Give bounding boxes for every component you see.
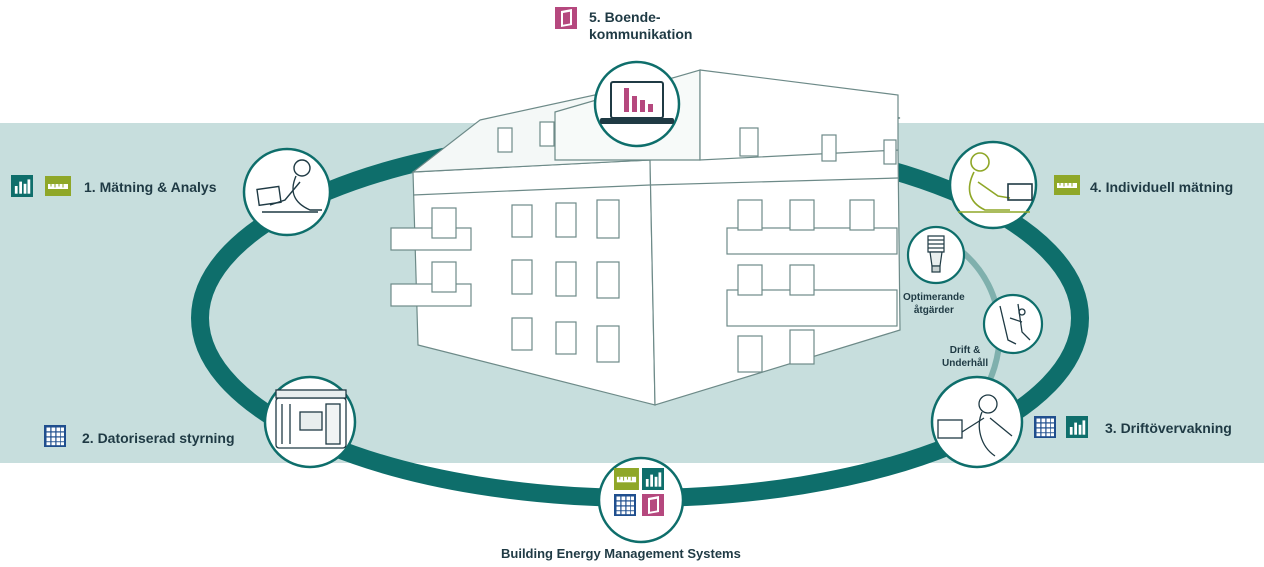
label-individuell-matning: 4. Individuell mätning <box>1090 179 1234 195</box>
individuell-matning-node[interactable] <box>948 140 1038 230</box>
label-matning-analys: 1. Mätning & Analys <box>84 179 217 195</box>
ruler-icon <box>44 175 72 197</box>
label-driftovervakning: 3. Driftövervakning <box>1105 420 1232 436</box>
person-laptop-icon <box>958 152 1033 213</box>
label-bems: Building Energy Management Systems <box>501 546 741 561</box>
label-optimerande-atgarder: Optimerande åtgärder <box>903 291 965 317</box>
person-pointing-icon <box>937 394 1013 457</box>
hand-wrench-icon <box>999 303 1031 345</box>
book-icon <box>555 7 577 29</box>
laptop-chart-icon <box>600 81 674 124</box>
label-drift-line2: Underhåll <box>942 358 989 369</box>
bems-node[interactable] <box>597 456 685 544</box>
lightbulb-icon <box>927 235 945 273</box>
ruler-icon <box>1053 174 1081 196</box>
solar-panel-icon <box>1034 416 1056 438</box>
datoriserad-styrning-node[interactable] <box>263 375 357 469</box>
boendekommunikation-node[interactable] <box>593 60 681 148</box>
label-boendekommunikation: 5. Boende- kommunikation <box>589 9 692 43</box>
label-optimerande-line2: åtgärder <box>913 305 954 316</box>
label-optimerande-line1: Optimerande <box>903 292 965 303</box>
optimerande-atgarder-node[interactable] <box>906 225 966 285</box>
solar-panel-icon <box>44 425 66 447</box>
matning-analys-node[interactable] <box>242 147 332 237</box>
label-drift-underhall: Drift & Underhåll <box>942 344 988 370</box>
label-boendekommunikation-line2: kommunikation <box>589 26 693 42</box>
label-boendekommunikation-line1: 5. Boende- <box>589 9 661 25</box>
bar-chart-icon <box>11 175 33 197</box>
driftovervakning-node[interactable] <box>930 375 1024 469</box>
drift-underhall-node[interactable] <box>982 293 1044 355</box>
person-laptop-icon <box>256 159 322 213</box>
controller-device-icon <box>275 389 347 449</box>
bar-chart-icon <box>1066 416 1088 438</box>
label-drift-line1: Drift & <box>949 345 981 356</box>
label-datoriserad-styrning: 2. Datoriserad styrning <box>82 430 235 446</box>
